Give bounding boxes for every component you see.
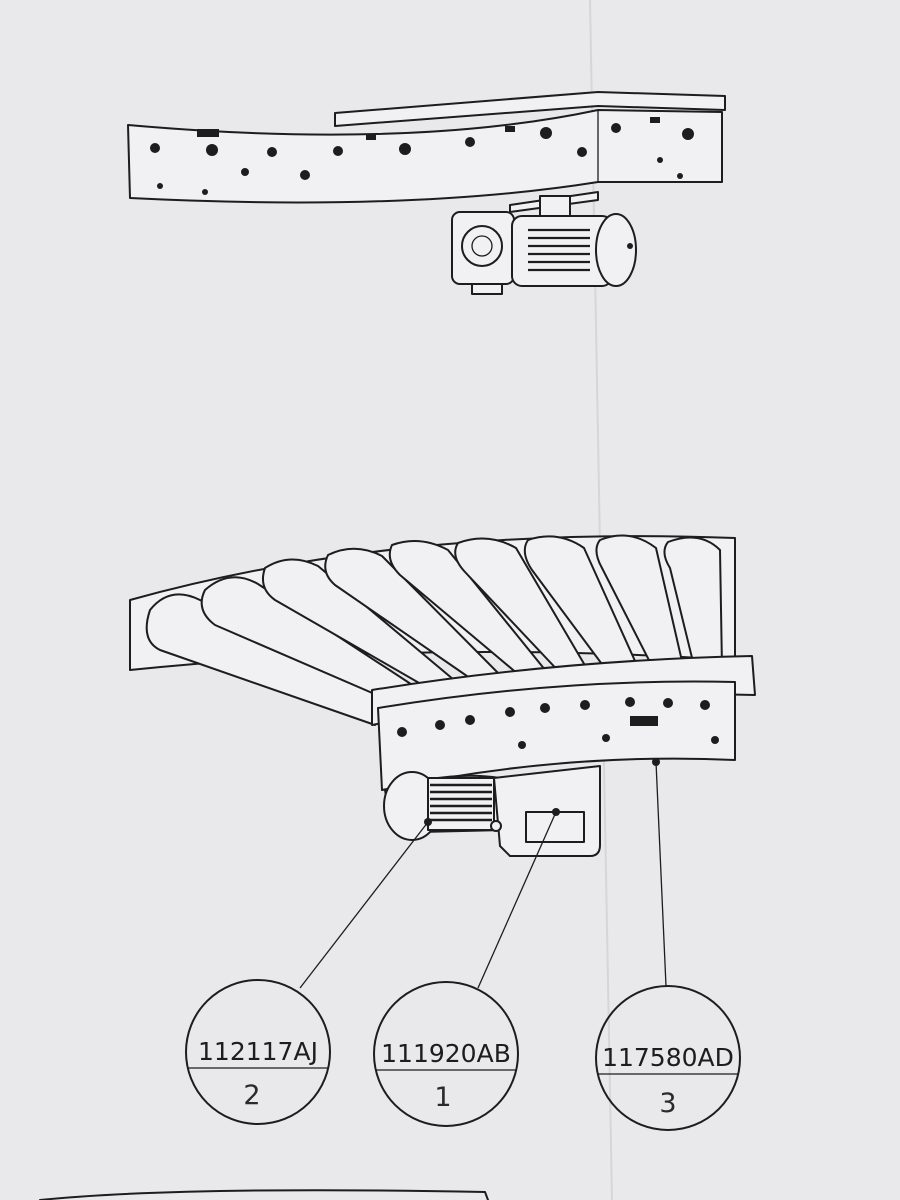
bottom-drive-motor (383, 765, 601, 857)
frame-holes (150, 117, 694, 195)
callout-item-number: 2 (243, 1080, 260, 1111)
callout-code: 111920AB (381, 1039, 511, 1068)
callout-code: 112117AJ (198, 1037, 318, 1066)
top-conveyor-side-view (127, 91, 726, 295)
rollers (145, 534, 723, 726)
top-drive-motor (451, 191, 637, 295)
callout-balloon-2: 112117AJ 2 (185, 979, 331, 1125)
terminal-box (539, 195, 571, 217)
curved-roller-conveyor (129, 534, 756, 857)
top-rail-flange (334, 91, 726, 127)
leader-lines (299, 761, 667, 989)
inner-frame-holes (397, 697, 719, 766)
label-plate (525, 811, 585, 843)
leader-line-3 (655, 761, 667, 987)
motor-fan-cover (595, 213, 637, 287)
inner-side-frame (377, 680, 736, 791)
callout-balloon-1: 111920AB 1 (373, 981, 519, 1127)
leader-line-1 (477, 811, 557, 989)
motor-body (427, 777, 495, 831)
callout-code: 117580AD (602, 1043, 734, 1072)
top-side-frame (127, 109, 723, 204)
callout-balloon-3: 117580AD 3 (595, 985, 741, 1131)
callout-item-number: 1 (434, 1082, 451, 1113)
next-figure-edge (39, 1189, 489, 1200)
callout-item-number: 3 (659, 1088, 676, 1119)
leader-line-2 (299, 821, 429, 989)
